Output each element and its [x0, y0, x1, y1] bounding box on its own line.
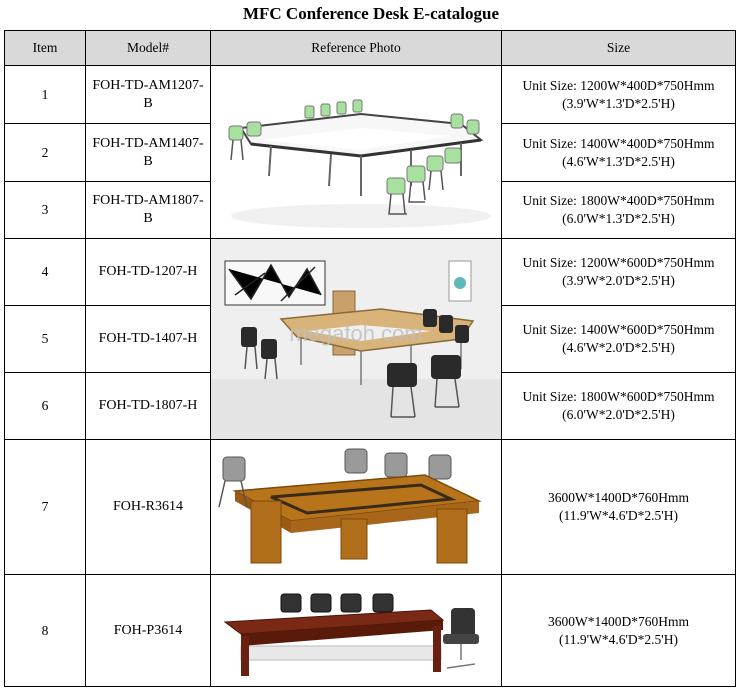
photo-folding-tables-green — [210, 65, 502, 239]
unit-size-metric: Unit Size: 1400W*400D*750Hmm — [522, 135, 715, 151]
table-row: 7 FOH-R3614 — [4, 439, 736, 575]
item-number: 8 — [4, 574, 86, 687]
table-row: 8 FOH-P3614 — [4, 574, 736, 687]
unit-size-imperial: (3.9'W*2.0'D*2.5'H) — [562, 273, 675, 288]
size-cell: Unit Size: 1200W*400D*750Hmm (3.9'W*1.3'… — [501, 65, 736, 124]
header-size: Size — [501, 30, 736, 66]
table-row: 2 FOH-TD-AM1407-B Unit Size: 1400W*400D*… — [4, 123, 736, 182]
unit-size-metric: Unit Size: 1200W*600D*750Hmm — [522, 255, 715, 270]
unit-size-imperial: (3.9'W*1.3'D*2.5'H) — [562, 95, 675, 111]
unit-size-metric: 3600W*1400D*760Hmm — [548, 490, 689, 505]
header-row: Item Model# Reference Photo Size — [4, 30, 736, 66]
item-number: 3 — [4, 181, 86, 239]
item-number: 2 — [4, 123, 86, 182]
item-number: 4 — [4, 238, 86, 306]
table-row: 1 FOH-TD-AM1207-B — [4, 65, 736, 239]
unit-size-imperial: (6.0'W*1.3'D*2.5'H) — [562, 211, 675, 226]
unit-size-metric: Unit Size: 1400W*600D*750Hmm — [522, 322, 715, 337]
item-number: 5 — [4, 305, 86, 373]
model-number: FOH-R3614 — [85, 439, 211, 575]
size-cell: Unit Size: 1200W*600D*750Hmm (3.9'W*2.0'… — [501, 238, 736, 306]
unit-size-imperial: (4.6'W*1.3'D*2.5'H) — [562, 153, 675, 169]
conference-table-photo — [211, 440, 501, 574]
photo-folding-tables-wood: megafoh.com — [210, 238, 502, 440]
header-photo: Reference Photo — [210, 30, 502, 66]
size-cell: 3600W*1400D*760Hmm (11.9'W*4.6'D*2.5'H) — [501, 439, 736, 575]
unit-size-imperial: (6.0'W*2.0'D*2.5'H) — [562, 407, 675, 422]
unit-size-imperial: (11.9'W*4.6'D*2.5'H) — [559, 631, 678, 647]
size-cell: Unit Size: 1800W*600D*750Hmm (6.0'W*2.0'… — [501, 372, 736, 440]
model-number: FOH-P3614 — [85, 574, 211, 687]
watermark: megafoh.com — [289, 321, 423, 346]
catalogue-table: Item Model# Reference Photo Size 1 FOH-T… — [4, 30, 736, 687]
item-number: 1 — [4, 65, 86, 124]
size-cell: Unit Size: 1800W*400D*750Hmm (6.0'W*1.3'… — [501, 181, 736, 239]
photo-conference-table-wood — [210, 439, 502, 575]
unit-size-metric: Unit Size: 1800W*600D*750Hmm — [522, 389, 715, 404]
header-item: Item — [4, 30, 86, 66]
conference-table-photo — [211, 575, 501, 686]
unit-size-imperial: (11.9'W*4.6'D*2.5'H) — [559, 508, 678, 523]
model-number: FOH-TD-1407-H — [85, 305, 211, 373]
unit-size-metric: Unit Size: 1200W*400D*750Hmm — [522, 77, 715, 93]
model-number: FOH-TD-AM1407-B — [85, 123, 211, 182]
unit-size-metric: Unit Size: 1800W*400D*750Hmm — [522, 193, 715, 208]
size-cell: 3600W*1400D*760Hmm (11.9'W*4.6'D*2.5'H) — [501, 574, 736, 687]
table-row: 5 FOH-TD-1407-H Unit Size: 1400W*600D*75… — [4, 305, 736, 373]
unit-size-imperial: (4.6'W*2.0'D*2.5'H) — [562, 340, 675, 355]
model-number: FOH-TD-1207-H — [85, 238, 211, 306]
model-number: FOH-TD-1807-H — [85, 372, 211, 440]
header-model: Model# — [85, 30, 211, 66]
item-number: 7 — [4, 439, 86, 575]
table-row: 6 FOH-TD-1807-H Unit Size: 1800W*600D*75… — [4, 372, 736, 440]
table-row: 4 FOH-TD-1207-H — [4, 238, 736, 440]
photo-conference-table-dark — [210, 574, 502, 687]
model-number: FOH-TD-AM1207-B — [85, 65, 211, 124]
size-cell: Unit Size: 1400W*400D*750Hmm (4.6'W*1.3'… — [501, 123, 736, 182]
wood-training-table-photo — [211, 239, 501, 439]
catalogue-title: MFC Conference Desk E-catalogue — [242, 4, 500, 23]
folding-table-photo — [211, 66, 501, 238]
unit-size-metric: 3600W*1400D*760Hmm — [548, 613, 689, 629]
size-cell: Unit Size: 1400W*600D*750Hmm (4.6'W*2.0'… — [501, 305, 736, 373]
item-number: 6 — [4, 372, 86, 440]
model-number: FOH-TD-AM1807-B — [85, 181, 211, 239]
